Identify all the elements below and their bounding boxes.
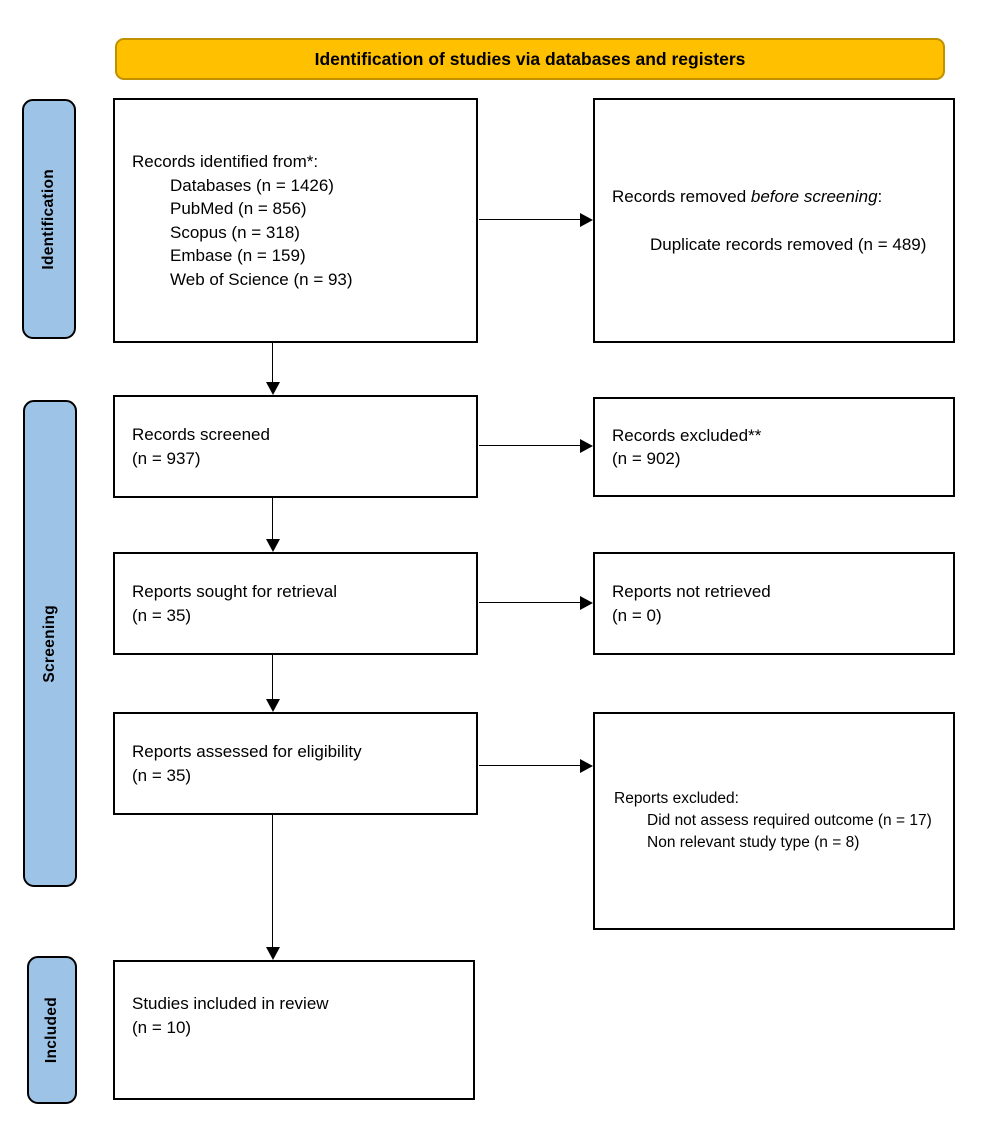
box-item-list: Duplicate records removed (n = 489) bbox=[650, 233, 941, 257]
box-records-screened: Records screened (n = 937) bbox=[113, 395, 478, 498]
arrow-line bbox=[272, 815, 273, 950]
stage-label-identification: Identification bbox=[40, 168, 57, 270]
list-item: Embase (n = 159) bbox=[170, 246, 306, 265]
title-colon: : bbox=[877, 187, 883, 206]
title-text: Records removed bbox=[612, 187, 751, 206]
arrow-right-head-icon bbox=[580, 759, 593, 773]
arrow-line bbox=[272, 343, 273, 385]
box-item-list: Did not assess required outcome (n = 17)… bbox=[647, 810, 941, 854]
title-italic-text: before screening bbox=[750, 187, 878, 206]
box-reports-assessed: Reports assessed for eligibility (n = 35… bbox=[113, 712, 478, 815]
stage-label-included: Included bbox=[43, 996, 60, 1064]
box-line1: Reports not retrieved bbox=[612, 582, 771, 601]
arrow-sought-to-not-retrieved bbox=[479, 595, 593, 611]
arrow-right-head-icon bbox=[580, 439, 593, 453]
box-line2: (n = 35) bbox=[132, 605, 192, 625]
box-line2: (n = 937) bbox=[132, 448, 201, 468]
arrow-right-head-icon bbox=[580, 213, 593, 227]
arrow-line bbox=[479, 765, 583, 766]
list-item: Databases (n = 1426) bbox=[170, 175, 334, 195]
arrow-line bbox=[272, 498, 273, 542]
box-line2: (n = 0) bbox=[612, 605, 662, 625]
list-item: Non relevant study type (n = 8) bbox=[647, 834, 860, 851]
arrow-down-head-icon bbox=[266, 382, 280, 395]
arrow-down-head-icon bbox=[266, 947, 280, 960]
list-item: Web of Science (n = 93) bbox=[170, 269, 353, 289]
box-records-identified: Records identified from*: Databases (n =… bbox=[113, 98, 478, 343]
list-item: PubMed (n = 856) bbox=[170, 199, 307, 218]
arrow-identified-to-removed bbox=[479, 212, 593, 228]
arrow-screened-to-sought bbox=[265, 498, 281, 552]
stage-bar-identification: Identification bbox=[22, 99, 76, 339]
box-item-list: Databases (n = 1426) PubMed (n = 856) Scop… bbox=[170, 174, 464, 292]
box-line1: Studies included in review bbox=[132, 994, 329, 1013]
arrow-line bbox=[479, 445, 583, 446]
list-item: Scopus (n = 318) bbox=[170, 222, 300, 242]
box-title: Records identified from*: bbox=[132, 152, 319, 171]
arrow-assessed-to-reports-excluded bbox=[479, 758, 593, 774]
box-records-excluded: Records excluded** (n = 902) bbox=[593, 397, 955, 497]
arrow-screened-to-excluded bbox=[479, 438, 593, 454]
arrow-identified-to-screened bbox=[265, 343, 281, 395]
box-title: Records removed before screening: bbox=[612, 185, 941, 209]
box-reports-excluded-reasons: Reports excluded: Did not assess require… bbox=[593, 712, 955, 930]
list-item: Duplicate records removed (n = 489) bbox=[650, 234, 927, 254]
box-line2: (n = 902) bbox=[612, 449, 681, 468]
stage-label-screening: Screening bbox=[41, 604, 58, 683]
box-line2: (n = 10) bbox=[132, 1017, 192, 1037]
box-line2: (n = 35) bbox=[132, 765, 192, 785]
box-reports-sought: Reports sought for retrieval (n = 35) bbox=[113, 552, 478, 655]
list-item: Did not assess required outcome (n = 17) bbox=[647, 812, 932, 829]
arrow-down-head-icon bbox=[266, 699, 280, 712]
box-line1: Records excluded** bbox=[612, 425, 762, 445]
box-studies-included: Studies included in review (n = 10) bbox=[113, 960, 475, 1100]
diagram-title-banner: Identification of studies via databases … bbox=[115, 38, 945, 80]
box-line1: Records screened bbox=[132, 425, 270, 444]
box-line1: Reports assessed for eligibility bbox=[132, 742, 362, 761]
arrow-line bbox=[272, 655, 273, 702]
box-records-removed: Records removed before screening: Duplic… bbox=[593, 98, 955, 343]
box-line1: Reports sought for retrieval bbox=[132, 582, 338, 601]
arrow-assessed-to-included bbox=[265, 815, 281, 960]
stage-bar-included: Included bbox=[27, 956, 77, 1104]
arrow-line bbox=[479, 219, 583, 220]
arrow-sought-to-assessed bbox=[265, 655, 281, 712]
arrow-right-head-icon bbox=[580, 596, 593, 610]
arrow-down-head-icon bbox=[266, 539, 280, 552]
box-reports-not-retrieved: Reports not retrieved (n = 0) bbox=[593, 552, 955, 655]
box-title: Reports excluded: bbox=[614, 790, 739, 807]
diagram-title: Identification of studies via databases … bbox=[314, 48, 746, 69]
arrow-line bbox=[479, 602, 583, 603]
stage-bar-screening: Screening bbox=[23, 400, 77, 887]
